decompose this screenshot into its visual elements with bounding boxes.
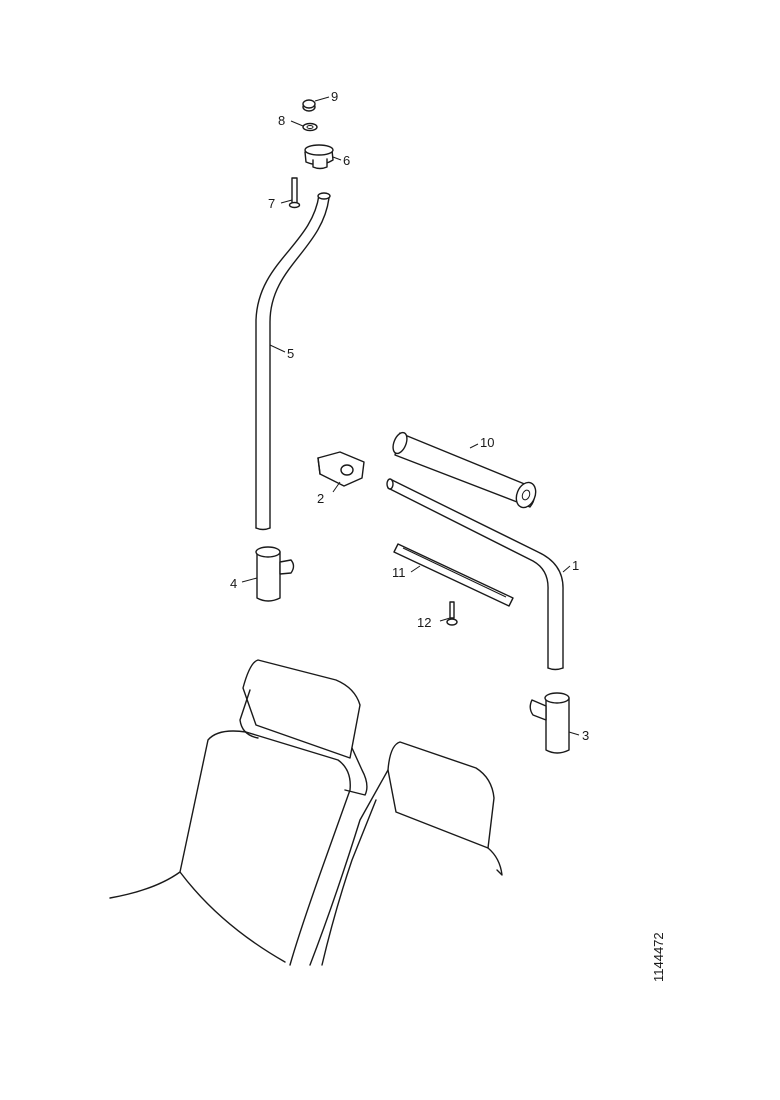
callout-7: 7: [268, 196, 275, 211]
callout-2: 2: [317, 491, 324, 506]
part-2-end-block: [317, 451, 365, 487]
callout-3: 3: [582, 728, 589, 743]
callout-4: 4: [230, 576, 237, 591]
part-10-foam-pad: [392, 431, 537, 509]
callout-labels: 1 2 3 4 5 6 7 8 9 10 11 12: [230, 89, 589, 743]
part-11-strip: [393, 543, 514, 607]
part-5-curved-tube: [255, 192, 331, 531]
leader-lines: [241, 96, 580, 736]
callout-8: 8: [278, 113, 285, 128]
part-8-washer: [302, 122, 318, 132]
vehicle-seats-outline: [109, 659, 503, 966]
callout-1: 1: [572, 558, 579, 573]
part-6-cap: [304, 144, 334, 170]
callout-9: 9: [331, 89, 338, 104]
part-9-nut: [302, 99, 316, 112]
part-1-bent-tube: [386, 478, 564, 671]
part-12-screw: [446, 601, 458, 626]
part-7-bolt: [288, 177, 301, 209]
callout-11: 11: [392, 565, 406, 580]
part-4-clamp: [255, 546, 295, 602]
part-3-clamp: [529, 692, 570, 754]
figure-reference-number: 1144472: [651, 932, 666, 982]
callout-6: 6: [343, 153, 350, 168]
callout-5: 5: [287, 346, 294, 361]
callout-12: 12: [417, 615, 431, 630]
callout-10: 10: [480, 435, 494, 450]
